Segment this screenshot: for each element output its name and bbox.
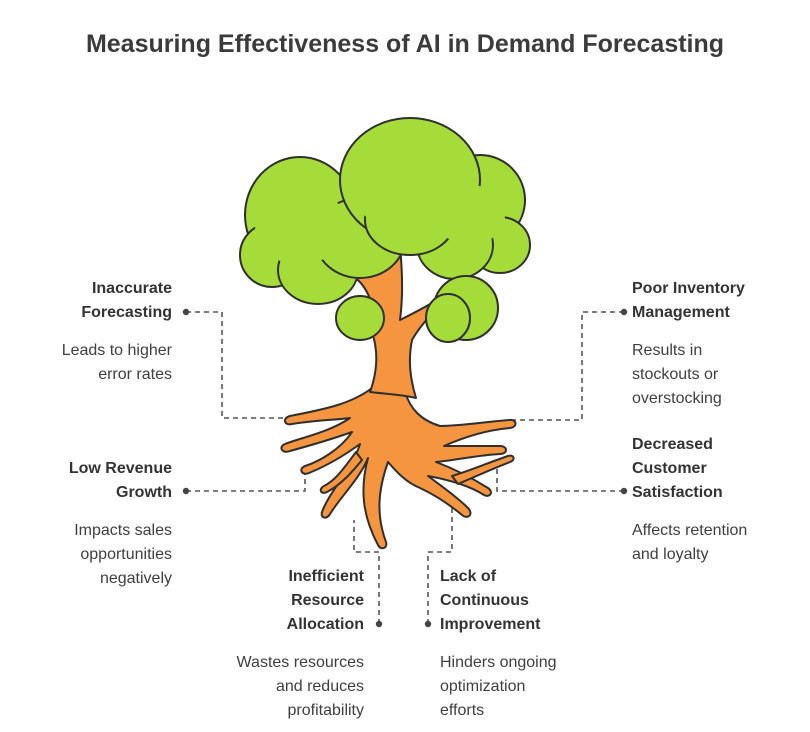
- connector-lack-improvement: [427, 500, 453, 624]
- connector-dots: [182, 308, 628, 628]
- item-heading: Inefficient Resource Allocation: [286, 568, 364, 633]
- item-decreased-satisfaction: Decreased Customer Satisfaction Affects …: [632, 433, 802, 567]
- item-heading: Lack of Continuous Improvement: [440, 568, 541, 633]
- item-inaccurate-forecasting: Inaccurate Forecasting Leads to higher e…: [0, 277, 172, 387]
- page-title: Measuring Effectiveness of AI in Demand …: [85, 30, 725, 58]
- item-heading: Inaccurate Forecasting: [81, 280, 172, 321]
- connector-poor-inventory: [508, 311, 624, 421]
- dot-low-revenue: [182, 487, 190, 495]
- item-description: Wastes resources and reduces profitabili…: [236, 654, 364, 719]
- item-poor-inventory: Poor Inventory Management Results in sto…: [632, 277, 802, 411]
- dot-decreased: [620, 487, 628, 495]
- connector-low-revenue: [186, 465, 306, 492]
- dot-inaccurate: [182, 308, 190, 316]
- item-description: Leads to higher error rates: [61, 342, 172, 383]
- item-heading: Low Revenue Growth: [68, 460, 172, 501]
- foliage-highlights: [255, 145, 505, 265]
- connector-inefficient-allocation: [353, 520, 380, 624]
- item-description: Hinders ongoing optimization efforts: [440, 654, 557, 719]
- item-lack-improvement: Lack of Continuous Improvement Hinders o…: [440, 565, 610, 723]
- dot-lack: [424, 620, 432, 628]
- item-description: Impacts sales opportunities negatively: [74, 522, 172, 587]
- dot-poor-inventory: [620, 308, 628, 316]
- connector-inaccurate-forecasting: [186, 311, 292, 419]
- dot-inefficient: [375, 620, 383, 628]
- item-heading: Poor Inventory Management: [632, 280, 745, 321]
- item-inefficient-allocation: Inefficient Resource Allocation Wastes r…: [184, 565, 364, 723]
- connector-decreased-satisfaction: [496, 458, 624, 492]
- item-low-revenue-growth: Low Revenue Growth Impacts sales opportu…: [0, 457, 172, 591]
- item-heading: Decreased Customer Satisfaction: [632, 436, 723, 501]
- tree-roots: [280, 387, 517, 550]
- item-description: Affects retention and loyalty: [632, 522, 748, 563]
- item-description: Results in stockouts or overstocking: [632, 342, 722, 407]
